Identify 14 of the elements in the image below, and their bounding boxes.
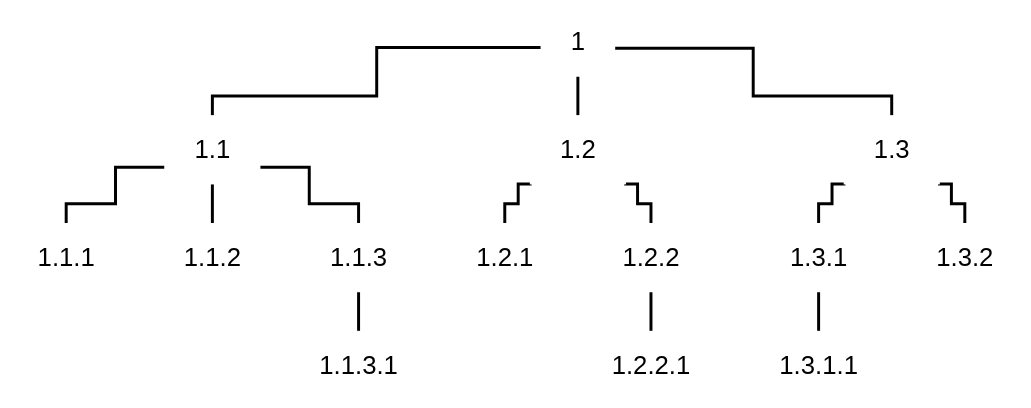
node-text: 1.2.2.1 (611, 350, 691, 381)
node-text: 1 (570, 26, 586, 57)
node-text: 1.3.2 (936, 242, 994, 273)
node-text: 1.2.1 (476, 242, 534, 273)
node-text: 1.1.1 (37, 242, 95, 273)
node-text: 1.3.1.1 (779, 350, 858, 381)
node-text: 1.1.2 (183, 242, 241, 273)
node-text: 1.2.2 (622, 242, 680, 273)
node-text: 1.3 (873, 134, 910, 165)
node-text: 1.1.3.1 (319, 350, 398, 381)
node-text: 1.1 (194, 134, 231, 165)
node-text: 1.2 (560, 134, 596, 165)
node-text: 1.1.3 (329, 242, 388, 273)
node-text: 1.3.1 (790, 242, 848, 273)
